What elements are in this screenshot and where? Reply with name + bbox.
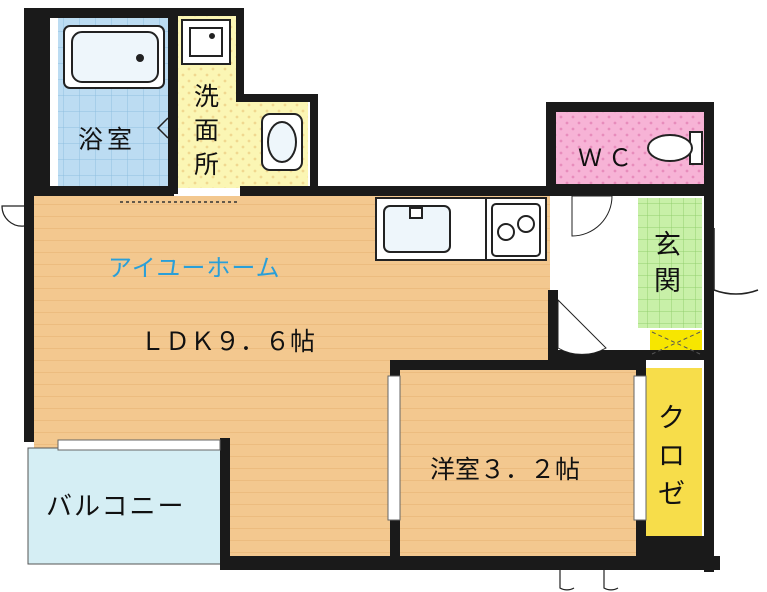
- bath-door-swing: [156, 117, 169, 139]
- washroom-label: 洗面所: [194, 82, 220, 179]
- toilet: [647, 131, 703, 165]
- wc-label: ＷＣ: [578, 144, 638, 172]
- western-room-label: 洋室３．２帖: [430, 455, 581, 484]
- closet-floor: [644, 368, 702, 536]
- ldk-door-swing: [557, 298, 607, 355]
- western-floor: [398, 368, 638, 556]
- balcony-label: バルコニー: [46, 492, 186, 522]
- closet-label: クロゼ: [658, 403, 685, 510]
- entrance-floor: [638, 198, 702, 328]
- entrance-door-swing: [713, 228, 759, 295]
- entrance-label: 玄関: [654, 230, 681, 297]
- washing-machine-slot: [181, 19, 231, 65]
- bath-label: 浴室: [78, 125, 137, 154]
- bathtub: [63, 25, 165, 89]
- balcony-door-right: [603, 570, 619, 591]
- balcony-door-left: [559, 570, 575, 591]
- ldk-label: ＬＤＫ９．６帖: [140, 327, 316, 356]
- kitchen-counter: [375, 197, 547, 261]
- wash-basin: [261, 113, 303, 171]
- company-watermark: アイユーホーム: [108, 254, 281, 282]
- left-door-swing: [1, 205, 25, 227]
- wc-door-swing: [571, 195, 613, 237]
